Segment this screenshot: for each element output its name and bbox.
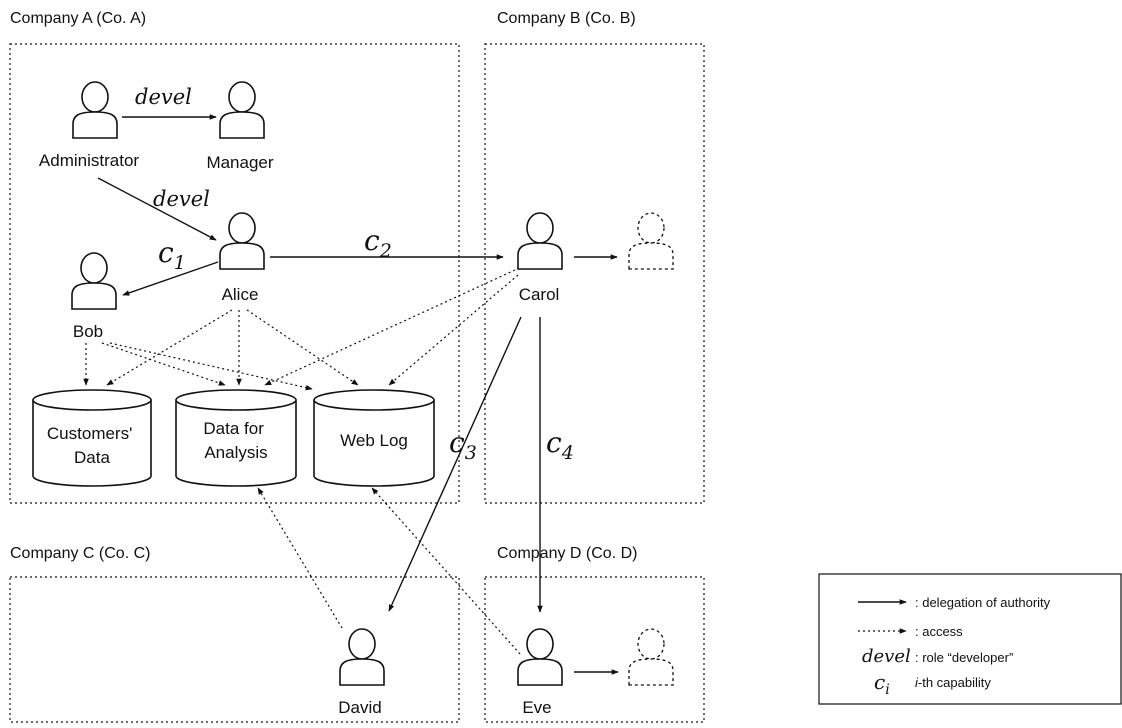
person-carol-label: Carol bbox=[519, 285, 560, 304]
access-david-analysis bbox=[257, 487, 343, 629]
person-manager-icon bbox=[219, 81, 265, 139]
person-david-label: David bbox=[338, 698, 381, 717]
person-eve-label: Eve bbox=[522, 698, 551, 717]
person-administrator-label: Administrator bbox=[39, 151, 139, 170]
person-placeholder-icon bbox=[628, 212, 674, 270]
legend-devel-desc: : role “developer” bbox=[915, 650, 1013, 665]
company-c-label: Company C (Co. C) bbox=[10, 545, 150, 562]
delegation-arrows bbox=[97, 114, 619, 675]
person-placeholder-icon bbox=[628, 628, 674, 686]
company-d-box: Company D (Co. D) bbox=[484, 545, 705, 723]
database-weblog-label: Web Log bbox=[340, 431, 408, 450]
company-b-box: Company B (Co. B) bbox=[484, 10, 705, 504]
edge-label-devel-admin-alice: devel bbox=[153, 187, 210, 211]
access-arrows bbox=[83, 269, 521, 655]
person-eve: Eve bbox=[517, 628, 563, 717]
person-administrator-icon bbox=[72, 81, 118, 139]
person-david: David bbox=[338, 628, 385, 717]
company-a-box: Company A (Co. A) bbox=[9, 10, 460, 504]
access-carol-weblog bbox=[388, 274, 519, 386]
person-bob-icon bbox=[71, 252, 117, 310]
edge-label-c4: c4 bbox=[546, 426, 574, 464]
edge-label-devel-admin-manager: devel bbox=[135, 85, 192, 109]
person-bob-label: Bob bbox=[73, 322, 103, 341]
person-carol-icon bbox=[517, 212, 563, 270]
company-b-label: Company B (Co. B) bbox=[497, 10, 636, 27]
access-bob-analysis bbox=[101, 342, 226, 386]
person-alice: Alice bbox=[219, 212, 265, 304]
legend-devel-symbol: devel bbox=[862, 646, 911, 667]
person-david-icon bbox=[339, 628, 385, 686]
person-carol: Carol bbox=[517, 212, 563, 304]
edge-label-c3: c3 bbox=[449, 426, 477, 464]
edge-label-c2: c2 bbox=[364, 224, 392, 262]
edge-label-c1: c1 bbox=[158, 236, 186, 274]
delegation-alice-bob bbox=[122, 261, 219, 296]
access-bob-weblog bbox=[109, 342, 313, 391]
access-eve-weblog bbox=[371, 487, 521, 655]
person-manager-label: Manager bbox=[206, 153, 273, 172]
person-administrator: Administrator bbox=[39, 81, 139, 170]
database-customers-label: Customers' Data bbox=[47, 424, 137, 467]
database-customers-data: Customers' Data bbox=[32, 389, 152, 487]
person-eve-icon bbox=[517, 628, 563, 686]
company-d-label: Company D (Co. D) bbox=[497, 545, 637, 562]
delegation-admin-alice bbox=[97, 177, 217, 241]
person-carol-delegate-placeholder bbox=[628, 212, 674, 270]
person-eve-delegate-placeholder bbox=[628, 628, 674, 686]
legend-delegation-label: : delegation of authority bbox=[915, 595, 1051, 610]
access-alice-weblog bbox=[246, 309, 359, 386]
database-web-log: Web Log bbox=[313, 389, 435, 487]
access-alice-customers bbox=[106, 309, 233, 386]
person-manager: Manager bbox=[206, 81, 274, 172]
legend: : delegation of authority : access devel… bbox=[818, 573, 1122, 705]
legend-ci-desc: i-th capability bbox=[915, 675, 991, 690]
delegation-carol-david bbox=[388, 316, 522, 612]
company-c-box: Company C (Co. C) bbox=[9, 545, 460, 723]
database-analysis-label: Data for Analysis bbox=[203, 419, 268, 462]
company-a-label: Company A (Co. A) bbox=[10, 10, 146, 27]
person-alice-icon bbox=[219, 212, 265, 270]
person-alice-label: Alice bbox=[222, 285, 259, 304]
person-bob: Bob bbox=[71, 252, 117, 341]
legend-ci-symbol: ci bbox=[874, 670, 890, 698]
legend-access-label: : access bbox=[915, 624, 963, 639]
access-carol-analysis bbox=[264, 269, 516, 386]
database-data-for-analysis: Data for Analysis bbox=[175, 389, 297, 487]
